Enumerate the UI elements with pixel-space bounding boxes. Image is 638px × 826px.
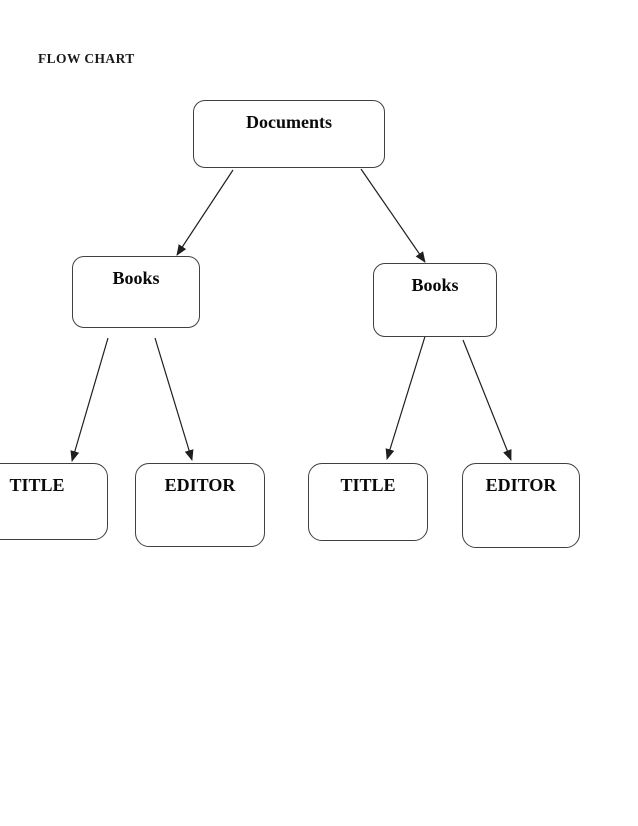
- flowchart-node-editor-left: EDITOR: [135, 463, 265, 547]
- node-label: TITLE: [9, 475, 65, 495]
- flowchart-node-books-left: Books: [72, 256, 200, 328]
- connector-documents-to-books-left: [176, 169, 234, 256]
- node-label: Documents: [246, 112, 332, 132]
- flowchart-node-documents: Documents: [193, 100, 385, 168]
- connector-documents-to-books-right: [360, 168, 426, 263]
- connector-books-right-to-title-right: [385, 329, 428, 460]
- node-label: TITLE: [340, 475, 396, 495]
- connector-books-left-to-editor-left: [154, 337, 194, 461]
- connector-books-left-to-title-left: [70, 337, 109, 462]
- node-label: EDITOR: [485, 475, 557, 495]
- node-label: Books: [411, 275, 459, 295]
- flowchart-node-editor-right: EDITOR: [462, 463, 580, 548]
- node-label: EDITOR: [164, 475, 236, 495]
- flowchart-node-books-right: Books: [373, 263, 497, 337]
- flowchart-node-title-left: TITLE: [0, 463, 108, 540]
- flowchart-node-title-right: TITLE: [308, 463, 428, 541]
- connector-books-right-to-editor-right: [462, 339, 512, 461]
- page-title: FLOW CHART: [38, 51, 135, 66]
- node-label: Books: [112, 268, 160, 288]
